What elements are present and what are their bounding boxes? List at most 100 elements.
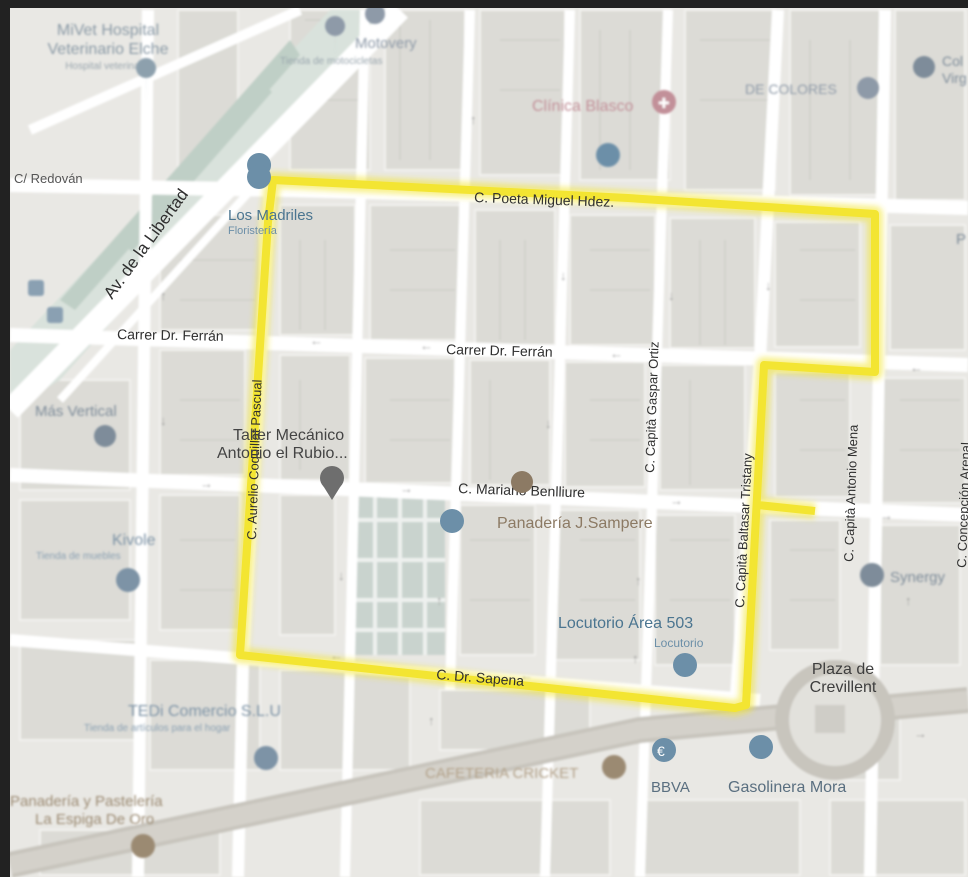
shopping-bag-icon xyxy=(673,653,697,677)
svg-text:→: → xyxy=(914,726,927,741)
bus-stop-icon xyxy=(47,307,63,323)
svg-text:↑: ↑ xyxy=(470,112,477,127)
street-label-antonio: C. Capità Antonio Mena xyxy=(841,424,861,563)
svg-text:Tienda de motocicletas: Tienda de motocicletas xyxy=(280,56,382,67)
bus-stop-icon xyxy=(28,280,44,296)
svg-text:Tienda de muebles: Tienda de muebles xyxy=(36,551,121,562)
shop-pin-icon xyxy=(254,746,278,770)
highlighted-route xyxy=(232,172,883,716)
shopping-bag-icon xyxy=(596,143,620,167)
street-label-sapena: C. Dr. Sapena xyxy=(436,666,525,689)
svg-text:DE COLORES: DE COLORES xyxy=(745,81,837,97)
poi-kivole[interactable]: Kivole Tienda de muebles xyxy=(36,532,156,592)
poi-locutorio[interactable]: Locutorio Área 503 Locutorio xyxy=(558,613,704,677)
direction-arrows: ←←←←← →→→→ ←← ↑↓↓↓ ↓↑↑↑ ↓↑↓↑ →↑ xyxy=(160,112,927,741)
svg-text:Clínica Blasco: Clínica Blasco xyxy=(532,98,633,115)
svg-text:Hospital veterinario: Hospital veterinario xyxy=(65,61,151,72)
svg-text:Floristería: Floristería xyxy=(228,225,278,237)
street-label-gaspar: C. Capità Gaspar Ortiz xyxy=(642,341,662,473)
poi-cafeteria-cricket[interactable]: CAFETERIA CRICKET xyxy=(425,755,626,782)
poi-col-virg-name-2: Virg xyxy=(942,70,967,86)
shop-pin-icon xyxy=(325,16,346,56)
poi-shopping-top[interactable] xyxy=(596,143,620,167)
svg-text:TEDi Comercio S.L.U: TEDi Comercio S.L.U xyxy=(128,703,281,720)
svg-text:↑: ↑ xyxy=(428,713,435,728)
poi-espiga-name-1: Panadería y Pastelería xyxy=(10,793,163,810)
poi-mivet[interactable]: MiVet Hospital Veterinario Elche Hospita… xyxy=(48,22,169,102)
poi-clinica-blasco[interactable]: Clínica Blasco ✚ xyxy=(532,90,676,115)
svg-text:↑: ↑ xyxy=(635,573,642,588)
svg-text:←: ← xyxy=(910,360,923,375)
svg-text:Más Vertical: Más Vertical xyxy=(35,403,117,420)
poi-synergy[interactable]: Synergy xyxy=(860,563,946,587)
svg-text:Kivole: Kivole xyxy=(112,532,156,549)
svg-text:CAFETERIA CRICKET: CAFETERIA CRICKET xyxy=(425,765,578,782)
street-label-aurelio: C. Aurelio Coquillat Pascual xyxy=(244,379,265,540)
svg-text:→: → xyxy=(400,481,413,496)
bank-pin-icon xyxy=(652,738,676,762)
poi-partial-p: P xyxy=(956,231,966,248)
poi-plaza-crevillent[interactable]: Plaza de Crevillent xyxy=(810,661,877,696)
map-view[interactable]: ←←←←← →→→→ ←← ↑↓↓↓ ↓↑↑↑ ↓↑↓↑ →↑ C. Poeta… xyxy=(10,8,968,877)
svg-text:Locutorio Área 503: Locutorio Área 503 xyxy=(558,613,693,632)
street-label-concepcion: C. Concepción Arenal xyxy=(954,442,968,568)
poi-gasolinera-mora[interactable]: Gasolinera Mora xyxy=(728,735,846,796)
svg-text:→: → xyxy=(670,493,683,508)
svg-text:←: ← xyxy=(610,346,623,361)
park-plaza xyxy=(350,495,445,655)
poi-bbva[interactable]: € BBVA xyxy=(651,738,690,796)
svg-text:→: → xyxy=(200,476,213,491)
poi-motovery[interactable]: Motovery Tienda de motocicletas xyxy=(280,8,417,67)
shopping-bag-icon xyxy=(440,509,464,533)
pin-icon xyxy=(365,8,385,24)
poi-taller-name-1: Taller Mecánico xyxy=(233,427,344,444)
street-label-ferran-west: Carrer Dr. Ferrán xyxy=(117,326,224,344)
svg-text:€: € xyxy=(657,743,665,759)
svg-text:Panadería J.Sampere: Panadería J.Sampere xyxy=(497,515,653,532)
poi-mas-vertical[interactable]: Más Vertical xyxy=(35,403,117,447)
poi-col-virg-name-1: Col xyxy=(942,53,963,69)
poi-col-virg[interactable]: Col Virg xyxy=(913,53,967,86)
svg-text:Tienda de artículos para el ho: Tienda de artículos para el hogar xyxy=(84,723,231,734)
svg-text:↑: ↑ xyxy=(632,651,639,666)
hospital-pin-icon xyxy=(136,58,157,102)
poi-la-espiga[interactable]: Panadería y Pastelería La Espiga De Oro xyxy=(10,793,163,858)
building-outlines xyxy=(180,19,960,601)
svg-text:→: → xyxy=(880,508,893,523)
svg-text:↓: ↓ xyxy=(338,568,345,583)
poi-panaderia-sampere[interactable]: Panadería J.Sampere xyxy=(440,471,653,533)
poi-espiga-name-2: La Espiga De Oro xyxy=(35,811,154,828)
svg-text:↑: ↑ xyxy=(905,593,912,608)
restaurant-pin-icon xyxy=(602,755,626,779)
poi-plaza-name-1: Plaza de xyxy=(812,661,874,678)
poi-los-madriles[interactable]: Los Madriles Floristería xyxy=(228,153,313,237)
medical-pin-icon xyxy=(652,90,676,114)
poi-mivet-name-1: MiVet Hospital xyxy=(57,22,159,39)
shopping-pin-icon xyxy=(857,77,879,99)
poi-tedi[interactable]: TEDi Comercio S.L.U Tienda de artículos … xyxy=(84,703,281,770)
svg-text:Motovery: Motovery xyxy=(355,35,417,52)
poi-taller-mecanico[interactable]: Taller Mecánico Antonio el Rubio... xyxy=(217,427,348,500)
poi-plaza-name-2: Crevillent xyxy=(810,679,877,696)
map-canvas[interactable]: ←←←←← →→→→ ←← ↑↓↓↓ ↓↑↑↑ ↓↑↓↑ →↑ C. Poeta… xyxy=(10,8,968,877)
svg-text:Synergy: Synergy xyxy=(890,569,946,586)
street-label-poeta: C. Poeta Miguel Hdez. xyxy=(474,189,615,210)
svg-text:↓: ↓ xyxy=(545,416,552,431)
svg-text:←: ← xyxy=(420,338,433,353)
street-label-ferran-main: Carrer Dr. Ferrán xyxy=(446,341,553,360)
poi-de-colores[interactable]: DE COLORES xyxy=(745,77,879,99)
svg-text:Gasolinera Mora: Gasolinera Mora xyxy=(728,779,846,796)
svg-text:↑: ↑ xyxy=(160,288,167,303)
shop-pin-icon xyxy=(116,568,140,592)
pin-icon xyxy=(860,563,884,587)
pin-icon xyxy=(94,425,116,447)
svg-text:↓: ↓ xyxy=(560,268,567,283)
poi-mivet-name-2: Veterinario Elche xyxy=(48,41,169,58)
pin-icon xyxy=(913,56,935,78)
bakery-pin-icon xyxy=(131,834,155,858)
svg-text:↓: ↓ xyxy=(160,413,167,428)
svg-text:Los Madriles: Los Madriles xyxy=(228,207,313,224)
street-label-redovan: C/ Redován xyxy=(14,171,83,186)
svg-text:↑: ↑ xyxy=(436,593,443,608)
svg-text:✚: ✚ xyxy=(658,95,670,111)
